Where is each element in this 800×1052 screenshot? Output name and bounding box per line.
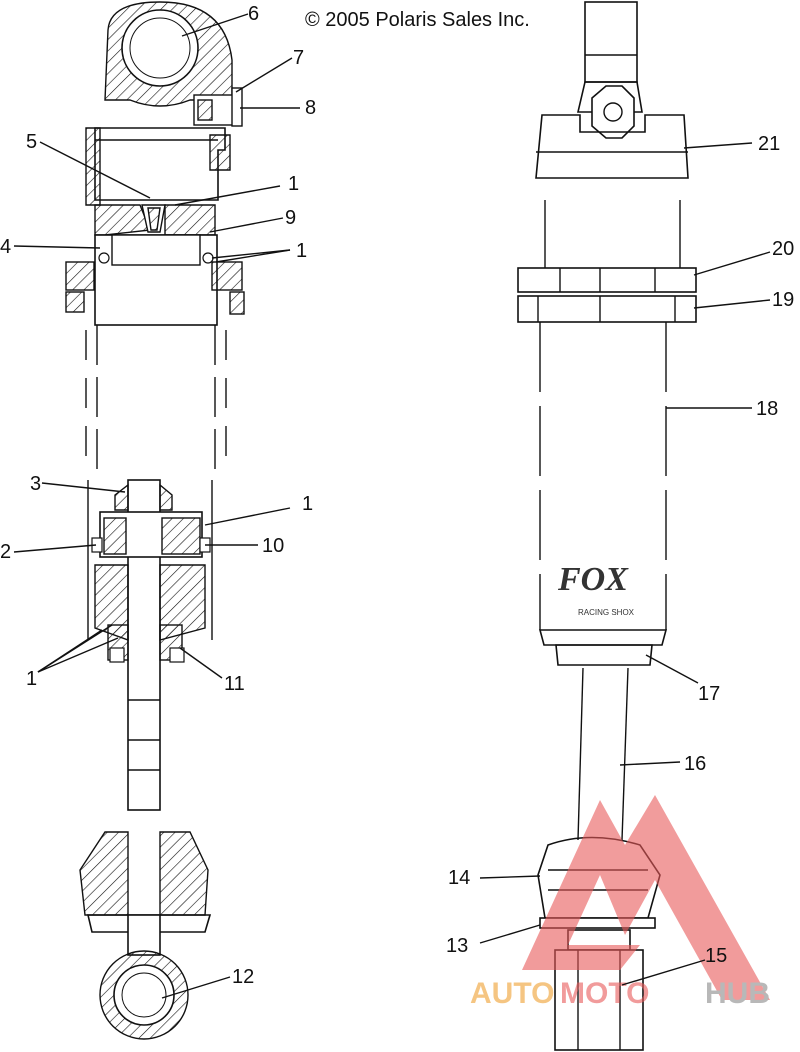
callout-11: 11: [224, 673, 245, 695]
callout-15: 15: [705, 945, 727, 967]
callout-20: 20: [772, 238, 794, 260]
callout-1: 1: [302, 493, 313, 515]
callout-2: 2: [0, 541, 11, 563]
callout-6: 6: [248, 3, 259, 25]
callout-16: 16: [684, 753, 706, 775]
callout-12: 12: [232, 966, 254, 988]
leader-lines: [13, 13, 771, 999]
callout-7: 7: [293, 47, 304, 69]
callout-9: 9: [285, 207, 296, 229]
callout-1: 1: [288, 173, 299, 195]
watermark-part3: HUB: [705, 977, 770, 1010]
left-shock-assembly: [65, 1, 245, 1040]
callout-18: 18: [756, 398, 778, 420]
copyright-text: © 2005 Polaris Sales Inc.: [305, 9, 530, 31]
callout-10: 10: [262, 535, 284, 557]
callout-21: 21: [758, 133, 780, 155]
callout-4: 4: [0, 236, 11, 258]
callout-19: 19: [772, 289, 794, 311]
callout-3: 3: [30, 473, 41, 495]
callout-14: 14: [448, 867, 470, 889]
brand-sub: RACING SHOX: [578, 608, 635, 617]
callout-13: 13: [446, 935, 468, 957]
callout-8: 8: [305, 97, 316, 119]
callout-5: 5: [26, 131, 37, 153]
callout-1: 1: [296, 240, 307, 262]
watermark-part2: MOTO: [560, 977, 649, 1010]
callout-17: 17: [698, 683, 720, 705]
watermark: AUTO MOTO HUB: [470, 795, 770, 1010]
callout-labels: 6 7 8 5 1 9 4 1 3 1 2 10 1 11 12 21 20 1…: [0, 3, 794, 988]
brand-logo: FOX: [557, 561, 629, 598]
watermark-part1: AUTO: [470, 977, 554, 1010]
callout-1: 1: [26, 668, 37, 690]
